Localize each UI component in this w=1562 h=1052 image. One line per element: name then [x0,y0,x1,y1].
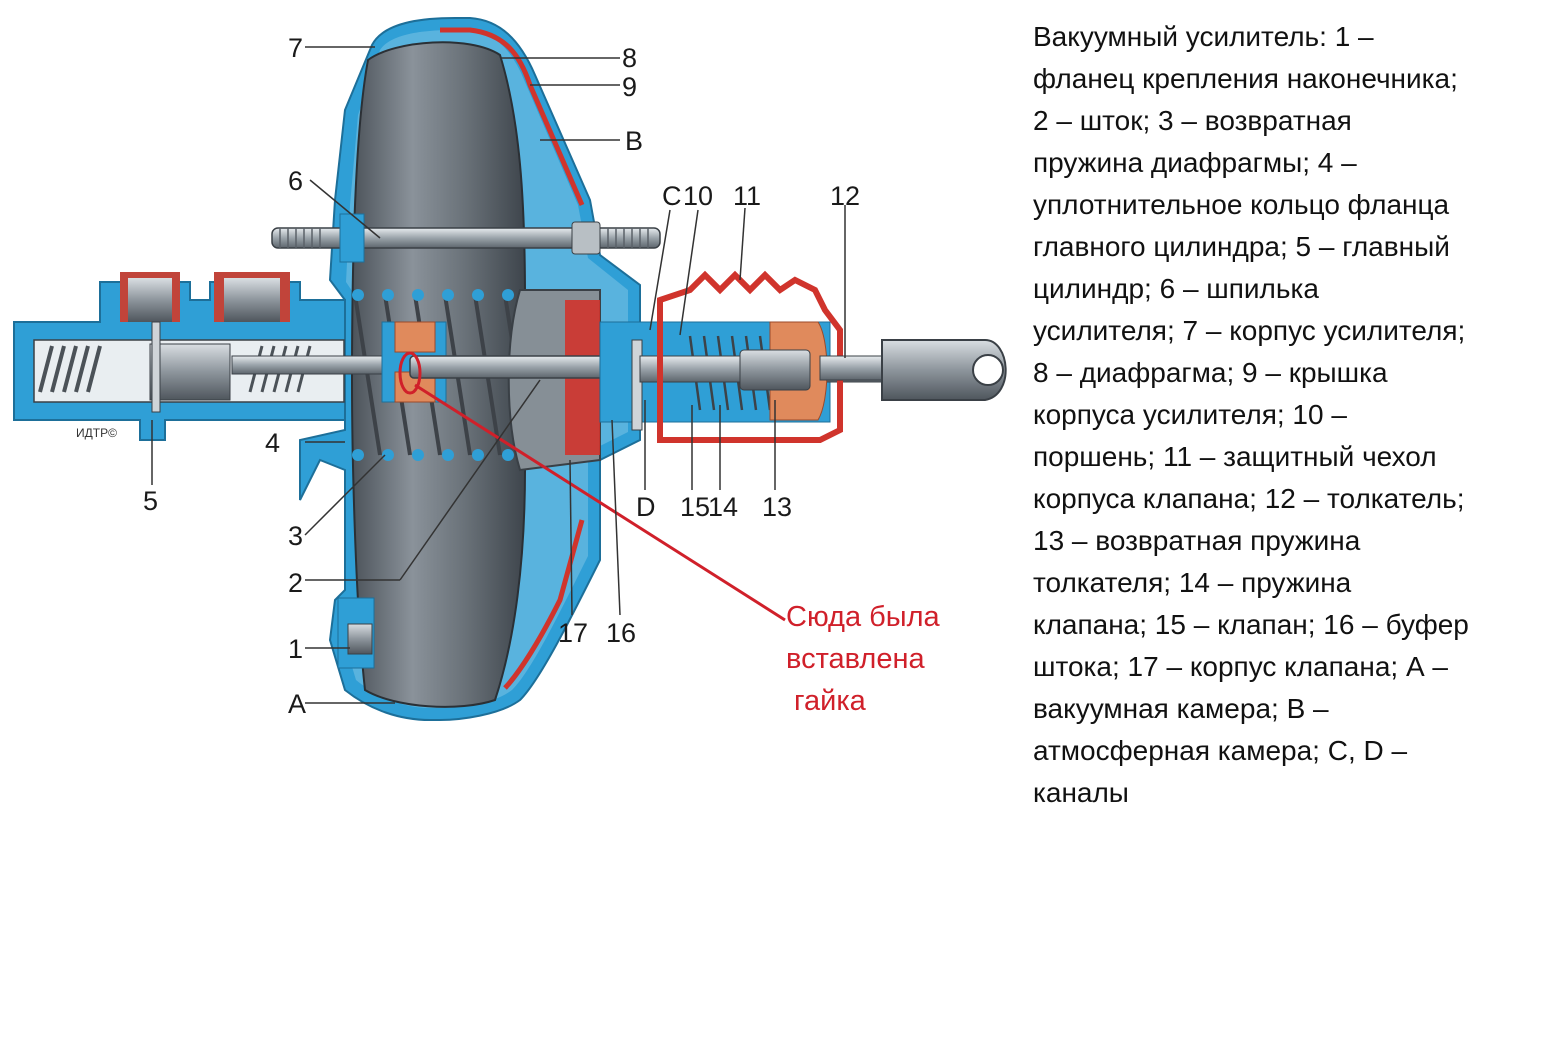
label-13: 13 [762,492,792,522]
pushrod-12 [819,339,1007,401]
label-10: 10 [683,181,713,211]
legend-line: штока; 17 – корпус клапана; А – [1033,651,1448,682]
annotation: Сюда была вставлена гайка [786,601,941,717]
label-11: 11 [733,181,761,211]
label-8: 8 [622,43,637,73]
legend-line: корпуса усилителя; 10 – [1033,399,1347,430]
legend-line: цилиндр; 6 – шпилька [1033,273,1319,304]
legend-line: Вакуумный усилитель: 1 – [1033,21,1374,52]
legend-line: толкателя; 14 – пружина [1033,567,1352,598]
legend-line: 8 – диафрагма; 9 – крышка [1033,357,1388,388]
legend-line: атмосферная камера; С, D – [1033,735,1408,766]
watermark: ИДТР© [76,426,117,440]
legend-line: 2 – шток; 3 – возвратная [1033,105,1352,136]
legend-line: уплотнительное кольцо фланца [1033,189,1450,220]
annotation-line-2: вставлена [786,643,925,675]
label-16: 16 [606,618,636,648]
valve-body-17 [507,289,601,472]
master-cylinder-5: ИДТР© [13,272,383,441]
stud-6 [271,213,661,263]
legend-line: 13 – возвратная пружина [1033,525,1361,556]
label-a: A [288,689,306,719]
annotation-line-3: гайка [786,685,867,717]
brake-booster-diagram: ИДТР© [13,17,1007,721]
label-6: 6 [288,166,303,196]
nut-highlight [398,351,786,622]
label-4: 4 [265,428,280,458]
label-9: 9 [622,72,637,102]
label-17: 17 [558,618,588,648]
label-1: 1 [288,634,303,664]
label-15: 15 [680,492,710,522]
legend-text: Вакуумный усилитель: 1 – фланец креплени… [1033,16,1533,814]
spring-coil-dots [352,289,514,461]
leader-lines [151,46,846,704]
legend-line: пружина диафрагмы; 4 – [1033,147,1357,178]
label-3: 3 [288,521,303,551]
label-14: 14 [708,492,738,522]
label-2: 2 [288,568,303,598]
label-b: B [625,126,643,156]
annotation-line-1: Сюда была [786,601,941,633]
rod-2 [409,355,611,379]
legend-line: вакуумная камера; В – [1033,693,1329,724]
part-labels: 7 8 9 B 6 C 10 11 12 4 5 D 15 14 13 3 2 … [143,33,860,719]
legend-line: клапана; 15 – клапан; 16 – буфер [1033,609,1469,640]
label-5: 5 [143,486,158,516]
label-12: 12 [830,181,860,211]
legend-line: фланец крепления наконечника; [1033,63,1458,94]
legend-line: каналы [1033,777,1129,808]
flange-1 [337,597,375,669]
legend-line: усилителя; 7 – корпус усилителя; [1033,315,1466,346]
protective-boot-11 [657,270,843,443]
label-7: 7 [288,33,303,63]
label-d: D [636,492,656,522]
legend-line: корпуса клапана; 12 – толкатель; [1033,483,1465,514]
legend-line: главного цилиндра; 5 – главный [1033,231,1450,262]
legend-line: поршень; 11 – защитный чехол [1033,441,1437,472]
label-c: C [662,181,682,211]
